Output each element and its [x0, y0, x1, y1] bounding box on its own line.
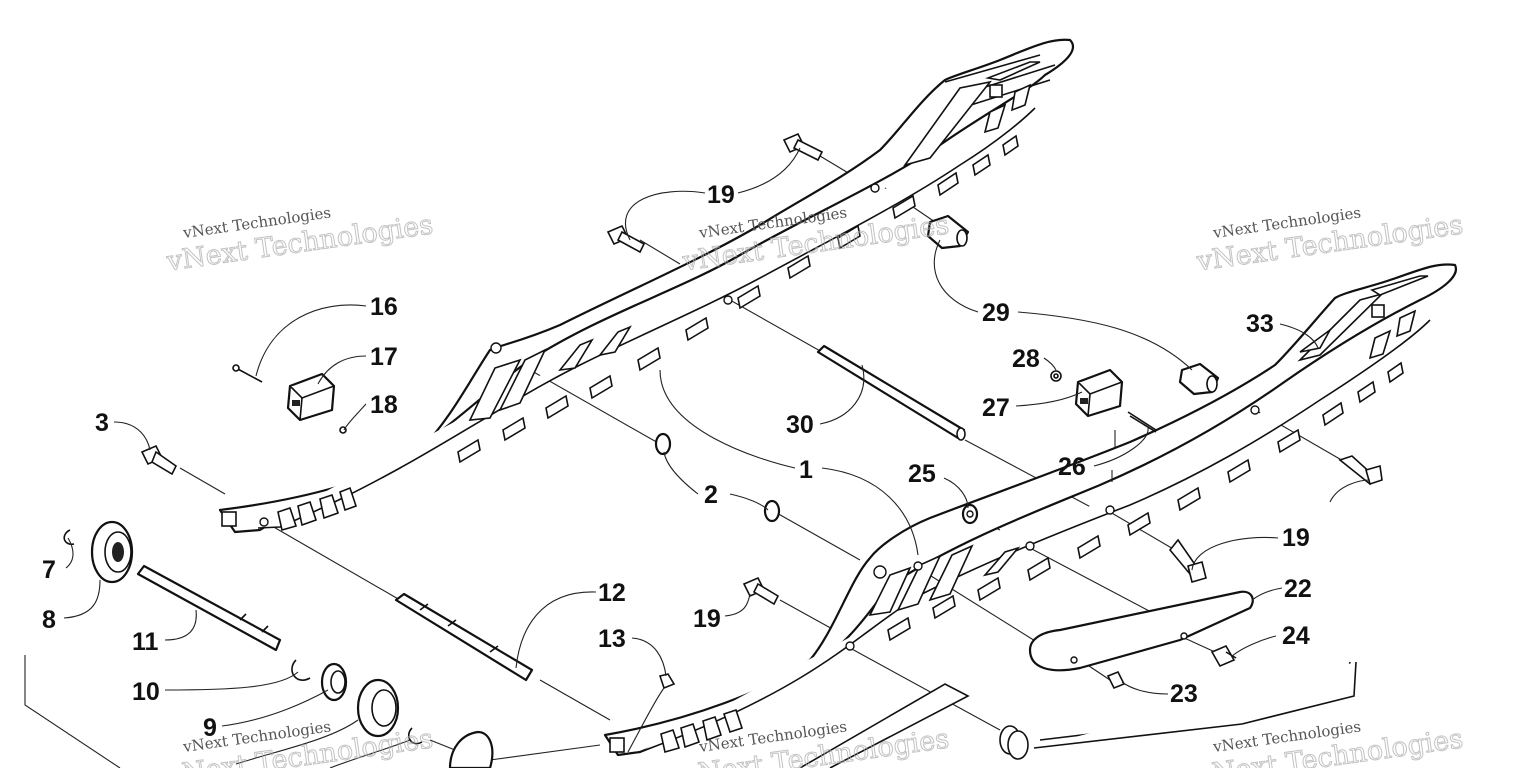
callout-16: 16 [370, 293, 398, 321]
callout-22: 22 [1284, 575, 1312, 603]
shaft-12 [394, 592, 534, 682]
block-27 [1074, 368, 1124, 418]
left-slide-rail [218, 38, 1075, 534]
callout-7: 7 [42, 556, 56, 584]
callout-19-right: 19 [1282, 524, 1310, 552]
leader-lines [63, 147, 1371, 768]
bolt-3 [140, 444, 178, 476]
rail-decal [1299, 329, 1331, 353]
callout-11: 11 [132, 628, 159, 656]
watermark-3: vNext Technologies vNext Technologies [1194, 203, 1466, 278]
bearing-8 [90, 520, 134, 584]
spacer-29-top [926, 214, 970, 250]
axle-11 [136, 564, 282, 652]
spacer-29-right [1178, 362, 1220, 396]
callout-19-lower: 19 [693, 605, 721, 633]
callout-17: 17 [370, 343, 398, 371]
nut-25 [961, 503, 979, 525]
callout-13: 13 [598, 625, 626, 653]
callout-3: 3 [95, 409, 109, 437]
callout-18: 18 [370, 391, 398, 419]
callout-8: 8 [42, 606, 56, 634]
nut-28 [1050, 370, 1062, 382]
callout-19-top: 19 [707, 181, 735, 209]
callout-2: 2 [704, 481, 718, 509]
callout-9: 9 [203, 714, 217, 742]
bolt-24 [1210, 644, 1237, 668]
right-slide-rail [603, 263, 1458, 757]
bolt-19-lower [742, 576, 780, 606]
left-rail-lower-windows [277, 134, 1019, 532]
frame-corner-line [24, 655, 121, 768]
snap-ring-7 [63, 529, 75, 545]
callout-28: 28 [1012, 345, 1040, 373]
callout-23: 23 [1170, 680, 1198, 708]
callout-25: 25 [908, 460, 936, 488]
bearing-9 [320, 662, 400, 738]
snap-ring-10 [291, 659, 311, 681]
bolt-19-right [1338, 455, 1383, 486]
callout-10: 10 [132, 678, 160, 706]
bolt-19-top [782, 132, 824, 162]
block-17 [286, 372, 336, 422]
callout-12: 12 [598, 579, 626, 607]
washer-2 [654, 432, 781, 523]
bolt-23 [1106, 670, 1126, 690]
callouts: 19 16 17 18 3 29 33 28 27 30 26 1 25 2 1… [42, 181, 1312, 742]
watermark-1: vNext Technologies vNext Technologies [164, 203, 436, 278]
callout-30: 30 [786, 411, 814, 439]
callout-26: 26 [1058, 453, 1086, 481]
spring-assembly [999, 661, 1357, 760]
callout-27: 27 [982, 394, 1010, 422]
bolt-19-left [606, 224, 646, 254]
callout-24: 24 [1282, 622, 1310, 650]
lower-rail-wear-strip [799, 683, 970, 768]
pin-16 [232, 364, 263, 383]
bolt-19-middle [1168, 538, 1207, 583]
right-rail-lower-windows [660, 361, 1404, 754]
idler-wheel [448, 730, 494, 768]
callout-1: 1 [799, 456, 813, 484]
shaft-30 [816, 344, 966, 441]
callout-33: 33 [1246, 310, 1274, 338]
callout-29: 29 [982, 299, 1010, 327]
snap-ring-lower [407, 727, 423, 745]
clip-13 [658, 673, 676, 690]
screw-26 [1127, 411, 1157, 433]
